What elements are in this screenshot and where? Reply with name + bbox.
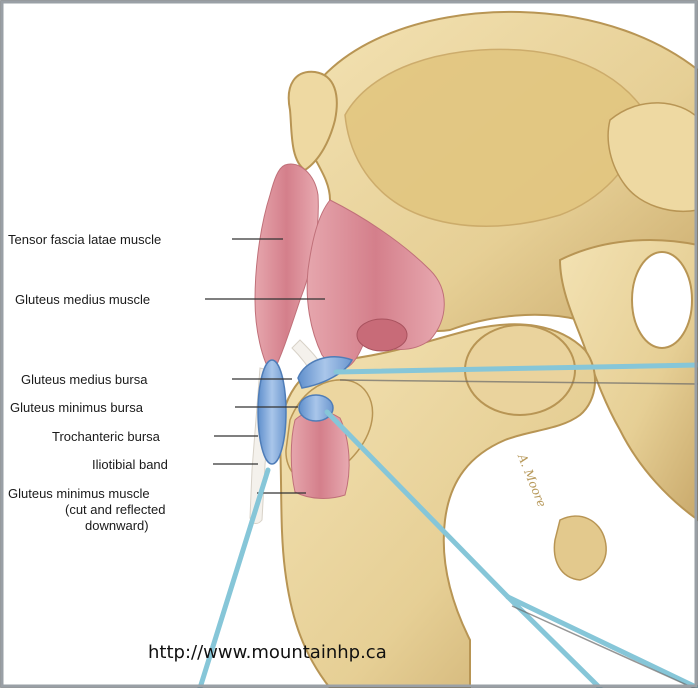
trochanteric-bursa — [258, 360, 286, 464]
label-gluteus-minimus-bursa: Gluteus minimus bursa — [10, 400, 143, 415]
obturator-foramen — [632, 252, 692, 348]
gluteus-minimus-bursa — [299, 395, 333, 421]
label-tensor-fascia-latae: Tensor fascia latae muscle — [8, 232, 161, 247]
label-iliotibial-band: Iliotibial band — [92, 457, 168, 472]
gluteus-medius-cut-end — [357, 319, 407, 351]
label-gluteus-medius-muscle: Gluteus medius muscle — [15, 292, 150, 307]
label-gluteus-medius-bursa: Gluteus medius bursa — [21, 372, 147, 387]
label-gluteus-minimus-note-1: (cut and reflected — [65, 502, 165, 517]
source-watermark: http://www.mountainhp.ca — [148, 642, 387, 663]
label-trochanteric-bursa: Trochanteric bursa — [52, 429, 160, 444]
label-gluteus-minimus-muscle: Gluteus minimus muscle — [8, 486, 150, 501]
label-gluteus-minimus-note-2: downward) — [85, 518, 149, 533]
